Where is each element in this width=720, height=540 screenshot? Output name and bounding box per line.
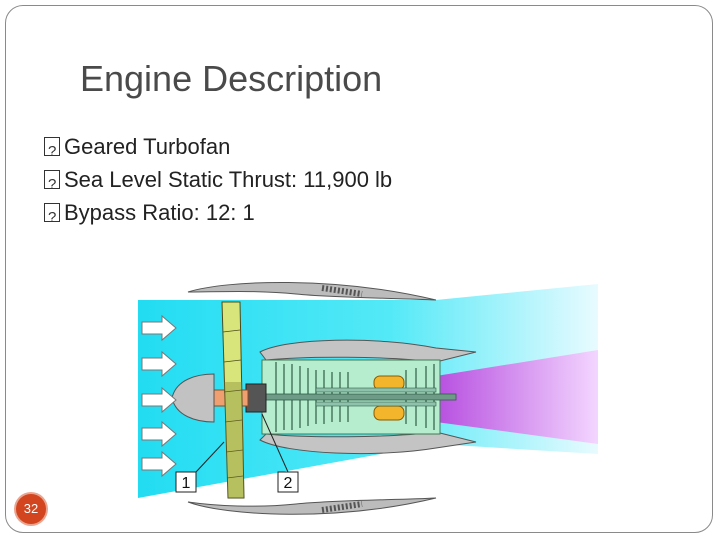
missing-glyph-icon [44, 135, 60, 168]
callout-2-label: 2 [284, 475, 293, 492]
lower-nacelle [187, 497, 437, 515]
fan-blade [221, 301, 245, 499]
callout-1-label: 1 [182, 475, 191, 492]
slide-title: Engine Description [80, 58, 383, 99]
gearbox [245, 383, 267, 413]
arrow-right-icon [141, 386, 177, 414]
bullet-item: Bypass Ratio: 12: 1 [44, 196, 392, 234]
upper-nacelle-vanes [321, 285, 363, 297]
bullet-item: Sea Level Static Thrust: 11,900 lb [44, 163, 393, 201]
callout-1-leader [195, 441, 225, 473]
turbofan-engine-diagram: 1 2 [138, 282, 598, 515]
high-pressure-shaft-lower [315, 401, 437, 407]
callout-2-leader [261, 413, 289, 473]
exhaust-plume [436, 350, 598, 444]
missing-glyph-icon [44, 168, 60, 201]
arrow-right-icon [141, 450, 177, 478]
arrow-right-icon [141, 350, 177, 378]
fan-blade-hub-shading [224, 382, 244, 498]
callout-1-box [175, 471, 197, 493]
arrow-right-icon [141, 420, 177, 448]
bullet-text: Sea Level Static Thrust: 11,900 lb [64, 167, 393, 192]
slide-number-badge: 32 [16, 494, 46, 524]
core-cowl-lower [259, 431, 477, 455]
high-pressure-shaft [315, 387, 437, 393]
callout-2-box [277, 471, 299, 493]
missing-glyph-icon [44, 201, 60, 234]
core-cowl-upper [259, 339, 477, 363]
bullet-list: Geared Turbofan Sea Level Static Thrust:… [44, 130, 393, 234]
upper-nacelle [187, 282, 437, 301]
fan-blade-segments [222, 329, 244, 479]
combustor-lower [373, 405, 405, 421]
bullet-item: Geared Turbofan [44, 130, 392, 168]
bullet-text: Geared Turbofan [64, 134, 231, 159]
arrow-right-icon [141, 314, 177, 342]
bullet-text: Bypass Ratio: 12: 1 [64, 200, 255, 225]
slide-frame [5, 5, 713, 533]
lower-nacelle-vanes [321, 501, 363, 513]
spinner-cone [171, 373, 215, 423]
inlet-arrows [141, 314, 177, 478]
